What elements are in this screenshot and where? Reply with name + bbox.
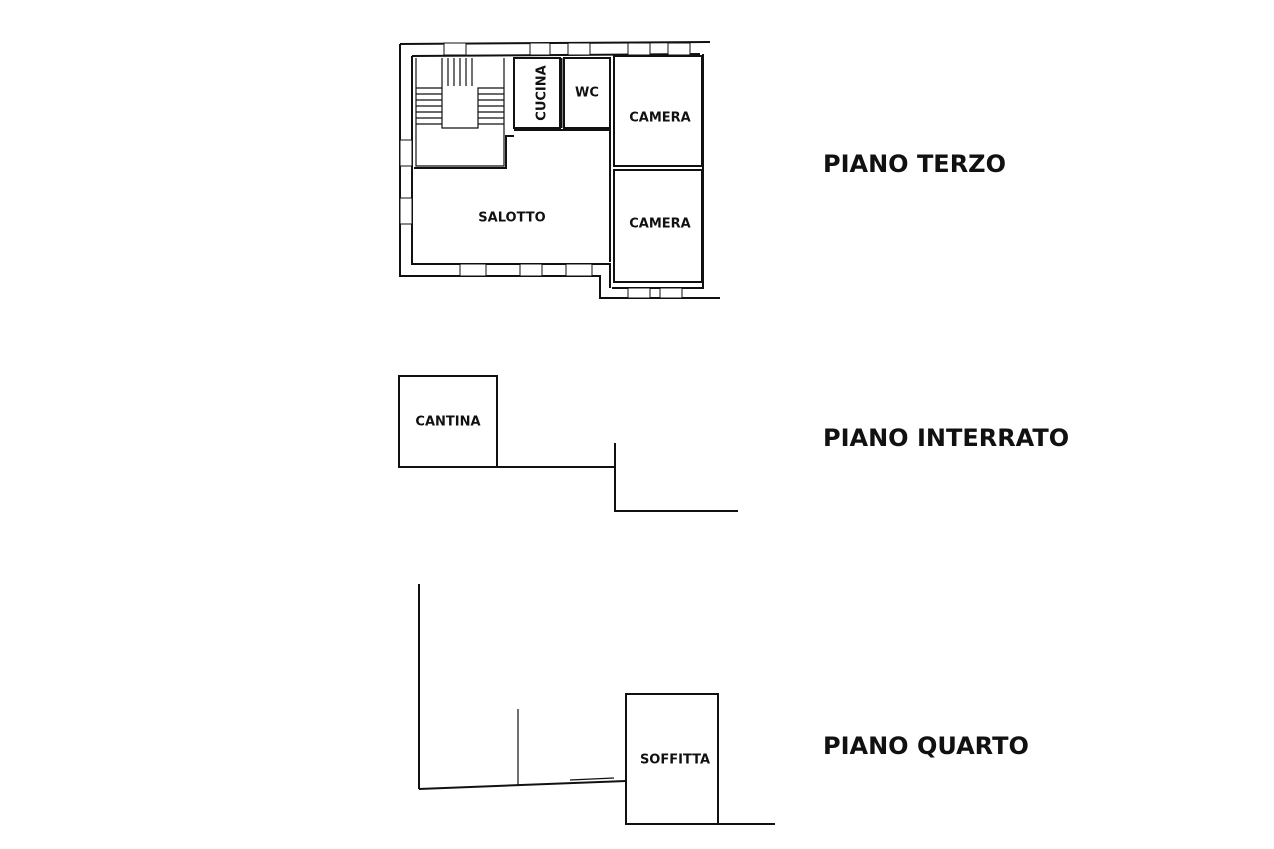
- room-label-cantina: CANTINA: [415, 415, 480, 430]
- window-mark: [667, 42, 691, 56]
- window-mark: [399, 197, 413, 225]
- room-camera-2-outline: [613, 169, 703, 283]
- window-mark: [627, 287, 651, 299]
- room-camera-1-outline: [613, 55, 703, 167]
- room-label-camera-1: CAMERA: [629, 111, 691, 126]
- room-wc-outline: [563, 57, 611, 129]
- room-label-cucina: CUCINA: [535, 65, 550, 120]
- window-mark: [565, 263, 593, 277]
- window-mark: [567, 42, 591, 56]
- floor-title-quarto: PIANO QUARTO: [823, 732, 1029, 760]
- window-mark: [529, 42, 551, 56]
- floor-title-interrato: PIANO INTERRATO: [823, 424, 1070, 452]
- room-soffitta-outline: [625, 693, 719, 825]
- room-label-camera-2: CAMERA: [629, 217, 691, 232]
- plan-piano-interrato: CANTINA: [398, 375, 738, 512]
- room-label-salotto: SALOTTO: [478, 211, 545, 226]
- room-label-wc: WC: [575, 86, 599, 101]
- window-mark: [443, 42, 467, 56]
- window-mark: [459, 263, 487, 277]
- window-mark: [399, 139, 413, 167]
- window-mark: [519, 263, 543, 277]
- floor-title-terzo: PIANO TERZO: [823, 150, 1006, 178]
- room-label-soffitta: SOFFITTA: [640, 753, 710, 768]
- plan-piano-terzo: CUCINA WC CAMERA CAMERA SALOTTO: [399, 41, 720, 299]
- plan-piano-quarto: SOFFITTA: [418, 584, 775, 825]
- room-cantina-outline: [398, 375, 498, 468]
- window-mark: [627, 42, 651, 56]
- window-mark: [659, 287, 683, 299]
